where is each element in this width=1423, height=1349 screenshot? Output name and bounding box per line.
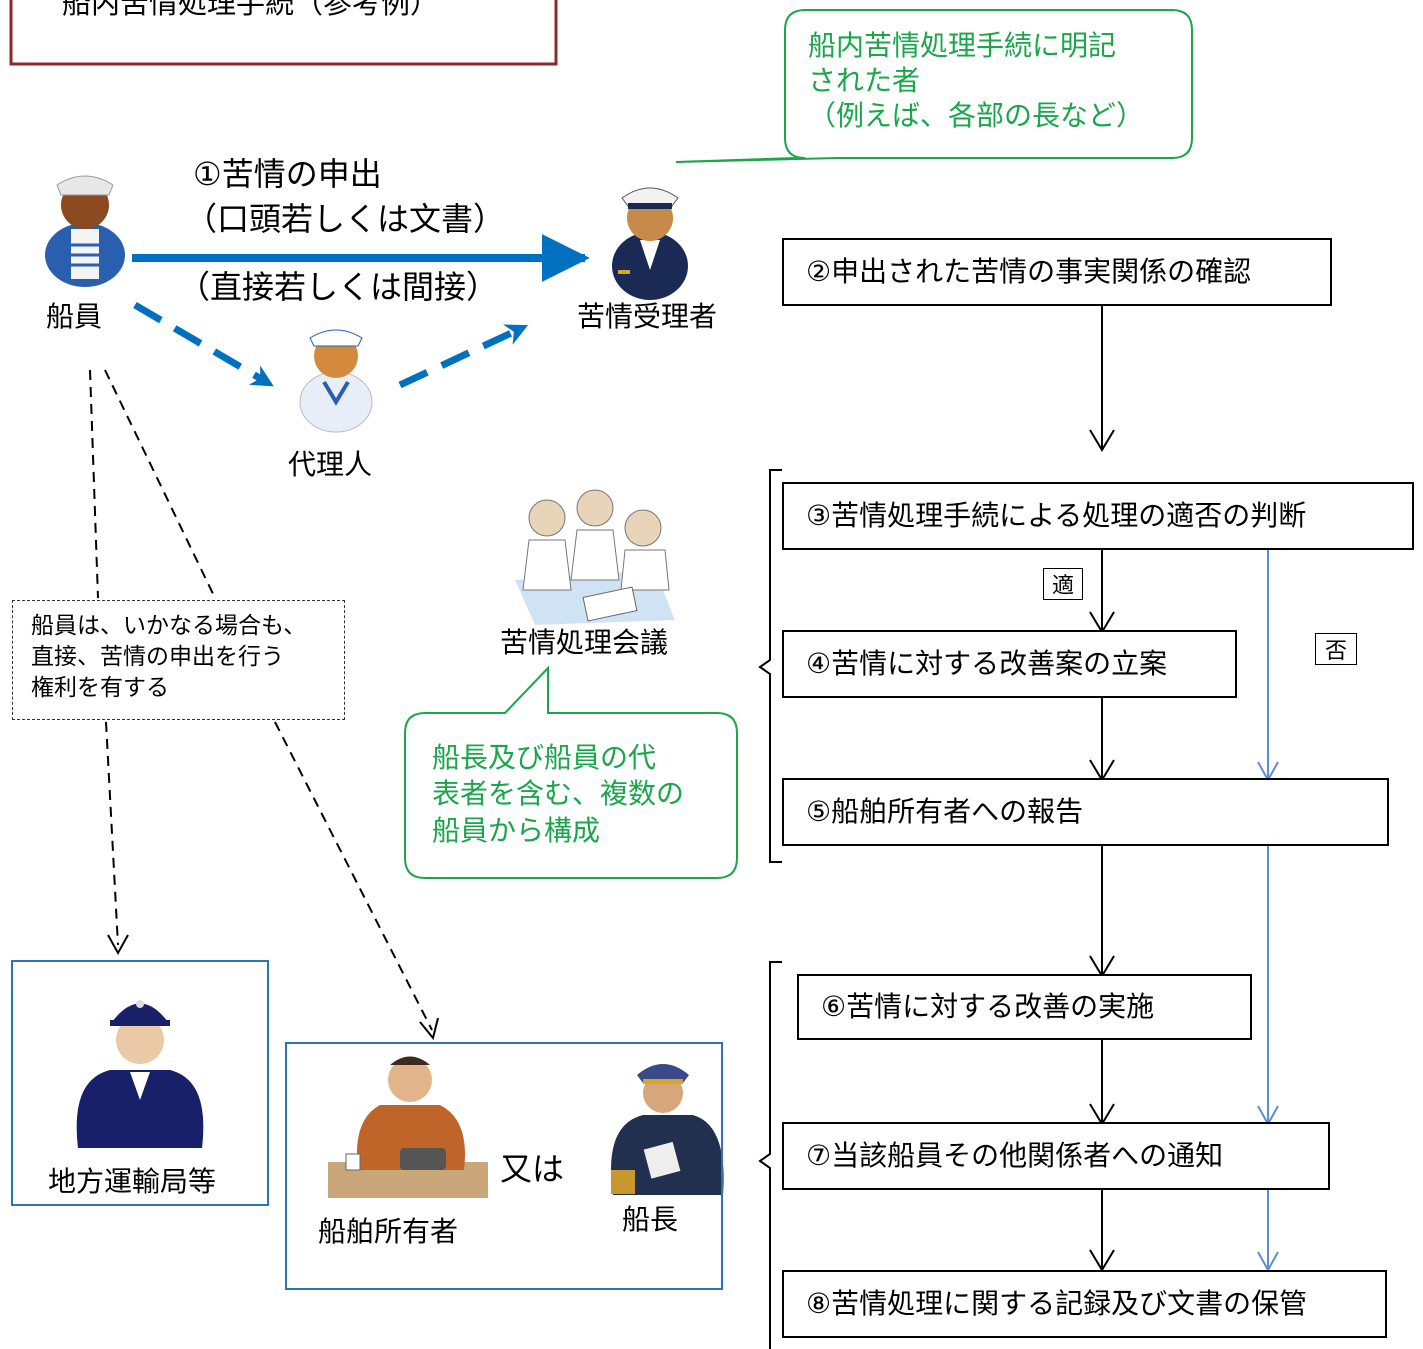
agent-label: 代理人 [288, 448, 373, 481]
meeting-label: 苦情処理会議 [500, 626, 669, 659]
step-suitability-judgment: ③苦情処理手続による処理の適否の判断 [782, 482, 1414, 550]
captain-phone-icon [611, 1064, 724, 1195]
rights-note: 船員は、いかなる場合も、 直接、苦情の申出を行う 権利を有する [12, 600, 345, 720]
shipowner-captain-box [285, 1042, 723, 1290]
page-title: 船内苦情処理手続（参考例） [62, 0, 440, 20]
brace-lower [758, 961, 782, 1349]
meeting-people-icon [515, 489, 675, 625]
complaint-route: （直接若しくは間接） [178, 268, 499, 306]
officer-icon [612, 187, 688, 300]
agent-to-receiver-arrow [398, 324, 529, 389]
complaint-label: ①苦情の申出 [193, 155, 382, 193]
sailor-icon [45, 175, 125, 287]
crew-to-agent-arrow [133, 301, 274, 387]
crew-label: 船員 [46, 300, 103, 333]
receiver-callout-bubble [675, 9, 1193, 163]
callout-line: （例えば、各部の長など） [808, 99, 1145, 132]
brace-upper [758, 469, 782, 863]
local-bureau-label: 地方運輸局等 [48, 1165, 217, 1198]
callout-line: 表者を含む、複数の [432, 777, 685, 811]
rights-line: 権利を有する [31, 675, 169, 702]
callout-line: 船長及び船員の代 [432, 741, 657, 774]
step-implementation: ⑥苦情に対する改善の実施 [797, 974, 1252, 1040]
receiver-callout: 船内苦情処理手続に明記 された者 （例えば、各部の長など） [808, 28, 1144, 133]
shipowner-label: 船舶所有者 [318, 1215, 459, 1248]
police-officer-icon [76, 1000, 204, 1148]
or-label: 又は [500, 1150, 565, 1188]
meeting-callout-bubble [404, 665, 738, 879]
step-improvement-plan: ④苦情に対する改善案の立案 [782, 630, 1237, 698]
phone-man-icon [328, 1056, 488, 1198]
callout-line: 船内苦情処理手続に明記 [808, 29, 1117, 62]
title-box [9, 0, 558, 66]
step-fact-check: ②申出された苦情の事実関係の確認 [782, 238, 1332, 306]
sailor-icon [299, 329, 373, 433]
receiver-label: 苦情受理者 [577, 300, 718, 333]
decision-yes-tag: 適 [1043, 568, 1083, 600]
local-bureau-box [11, 960, 269, 1206]
meeting-callout: 船長及び船員の代 表者を含む、複数の 船員から構成 [432, 740, 684, 849]
complaint-method: （口頭若しくは文書） [185, 200, 506, 238]
callout-line: された者 [808, 64, 921, 97]
callout-line: 船員から構成 [432, 813, 601, 847]
captain-label: 船長 [622, 1203, 679, 1236]
step-report-owner: ⑤船舶所有者への報告 [782, 778, 1389, 846]
step-record-keeping: ⑧苦情処理に関する記録及び文書の保管 [782, 1270, 1387, 1338]
step-notification: ⑦当該船員その他関係者への通知 [782, 1122, 1330, 1190]
rights-line: 船員は、いかなる場合も、 [31, 613, 307, 639]
rights-line: 直接、苦情の申出を行う [31, 644, 284, 671]
decision-no-tag: 否 [1315, 633, 1357, 665]
